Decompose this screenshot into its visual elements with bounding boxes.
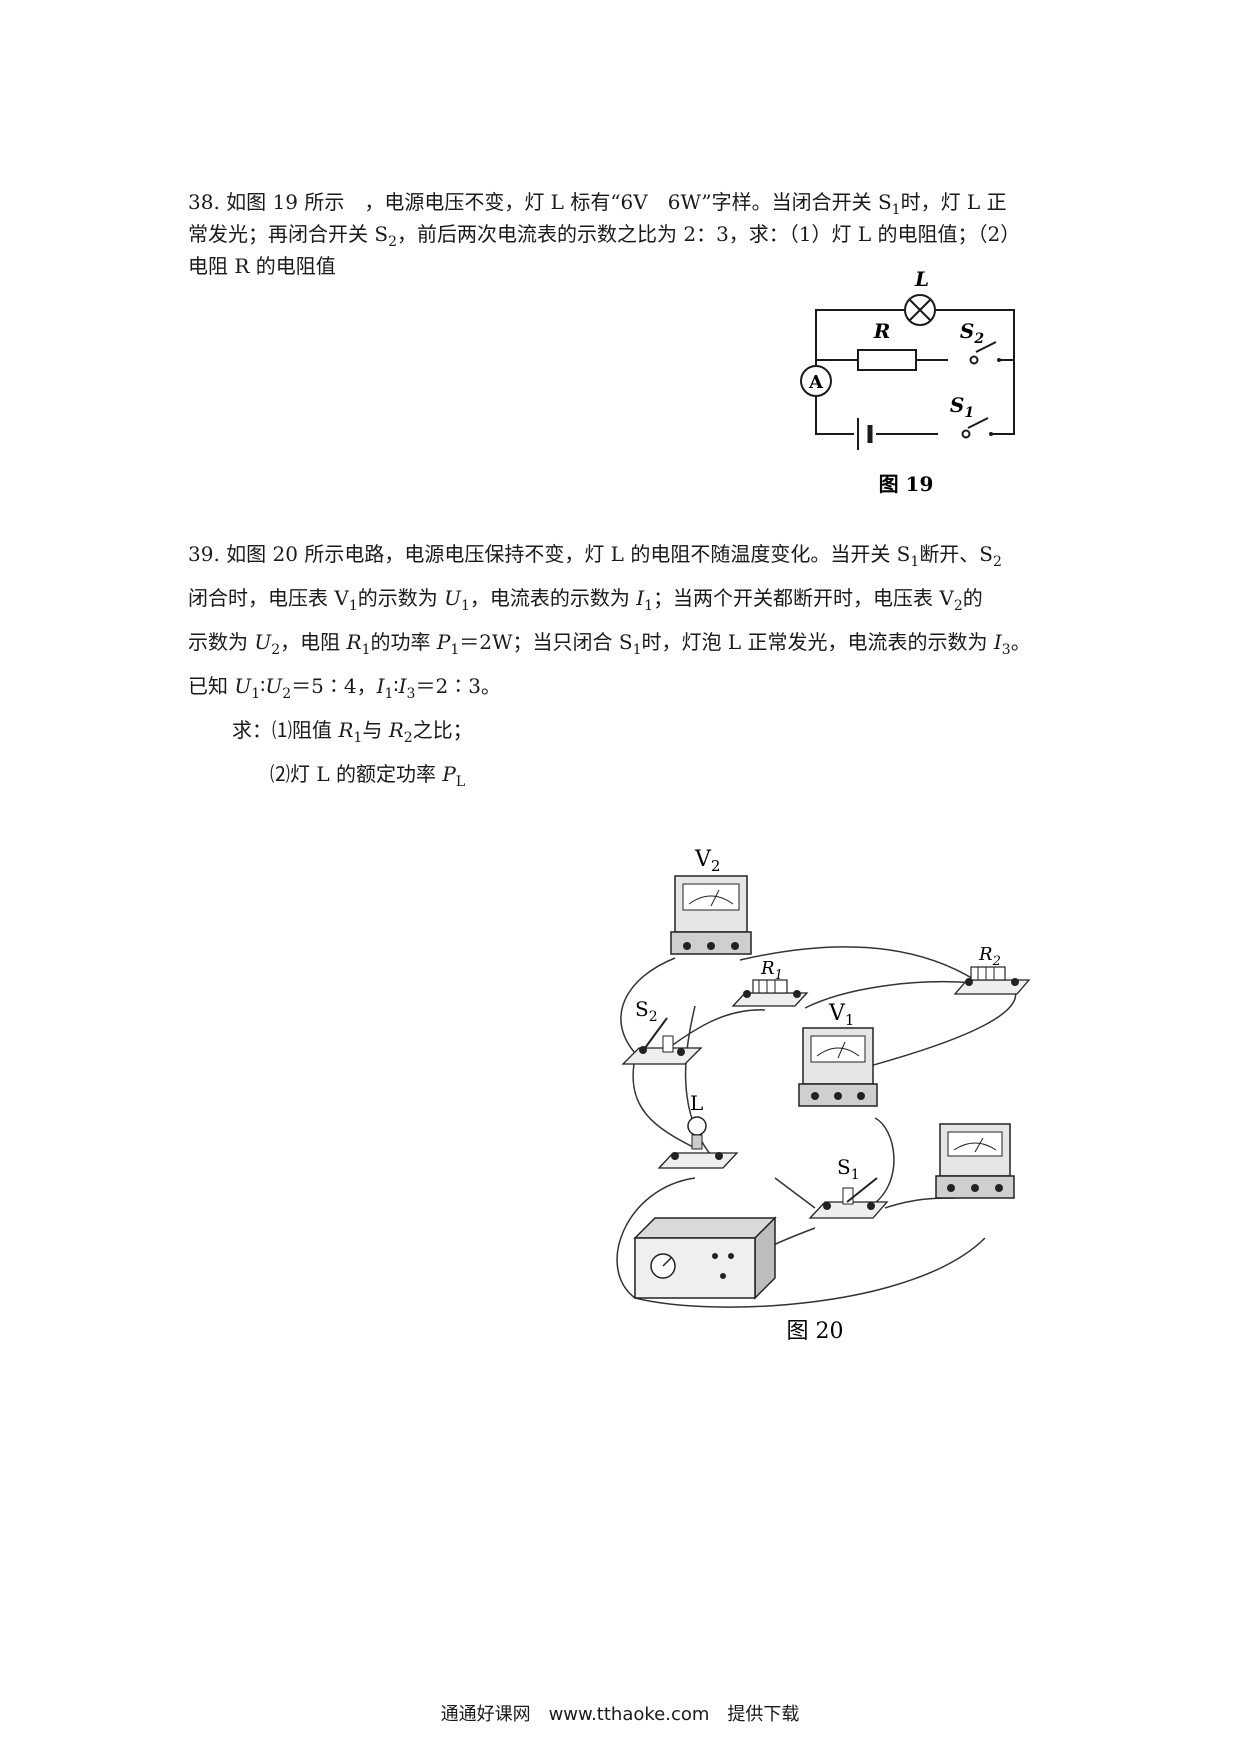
q38-line-3: 电阻 R 的电阻值 (188, 254, 336, 278)
figure-19-circuit: L R S2 A S1 图 19 (800, 267, 1015, 496)
q39-line-2: 闭合时，电压表 V1的示数为 U1，电流表的示数为 I1；当两个开关都断开时，电… (188, 586, 983, 614)
resistor-symbol (857, 349, 917, 371)
resistor-r1 (731, 979, 809, 1007)
fig20-caption: 图 20 (787, 1319, 844, 1344)
q39-line-3: 示数为 U2，电阻 R1的功率 P1＝2W；当只闭合 S1时，灯泡 L 正常发光… (188, 630, 1031, 658)
resistor-r2 (953, 966, 1031, 995)
battery-symbol (857, 418, 873, 450)
fig19-label-L: L (914, 267, 929, 291)
fig20-label-R2: R2 (978, 944, 1001, 969)
fig20-label-L: L (690, 1091, 703, 1115)
switch-s2 (621, 1017, 703, 1065)
switch-s2-symbol (969, 355, 1001, 365)
figure-20-physical-circuit: V2 R1 R2 S2 V1 (616, 848, 1031, 1344)
fig20-label-R1: R1 (760, 958, 783, 983)
q38-line-2: 常发光；再闭合开关 S2，前后两次电流表的示数之比为 2：3，求：（1）灯 L … (188, 222, 1021, 250)
fig19-label-S2: S2 (960, 319, 984, 347)
switch-s1 (808, 1177, 889, 1219)
fig20-label-S2: S2 (635, 997, 658, 1025)
fig19-label-S1: S1 (950, 393, 974, 421)
ammeter-symbol: A (800, 365, 832, 397)
fig19-caption: 图 19 (879, 472, 934, 496)
power-supply (633, 1216, 777, 1300)
fig20-label-V2: V2 (694, 848, 720, 875)
question-39: 39. 如图 20 所示电路，电源电压保持不变，灯 L 的电阻不随温度变化。当开… (188, 532, 1058, 796)
svg-text:A: A (808, 372, 824, 393)
fig20-label-S1: S1 (837, 1155, 860, 1183)
page-footer: 通通好课网 www.tthaoke.com 提供下载 (440, 1704, 800, 1725)
q39-line-1: 39. 如图 20 所示电路，电源电压保持不变，灯 L 的电阻不随温度变化。当开… (188, 542, 1002, 570)
fig19-label-R: R (873, 319, 891, 343)
voltmeter-v2 (670, 875, 752, 955)
q39-ask-2: ⑵灯 L 的额定功率 PL (270, 762, 466, 790)
switch-s1-symbol (961, 429, 993, 439)
voltmeter-v1 (798, 1027, 878, 1107)
lamp-l (657, 1116, 739, 1169)
lamp-symbol (904, 294, 936, 326)
q39-line-4: 已知 U1∶U2＝5∶4，I1∶I3＝2∶3。 (188, 674, 501, 702)
fig20-label-V1: V1 (828, 1001, 854, 1029)
q39-ask-1: 求：⑴阻值 R1与 R2之比； (232, 718, 473, 746)
question-38: 38. 如图 19 所示 ，电源电压不变，灯 L 标有“6V 6W”字样。当闭合… (188, 186, 1058, 282)
ammeter (935, 1123, 1015, 1199)
q38-line-1: 38. 如图 19 所示 ，电源电压不变，灯 L 标有“6V 6W”字样。当闭合… (188, 190, 1007, 218)
